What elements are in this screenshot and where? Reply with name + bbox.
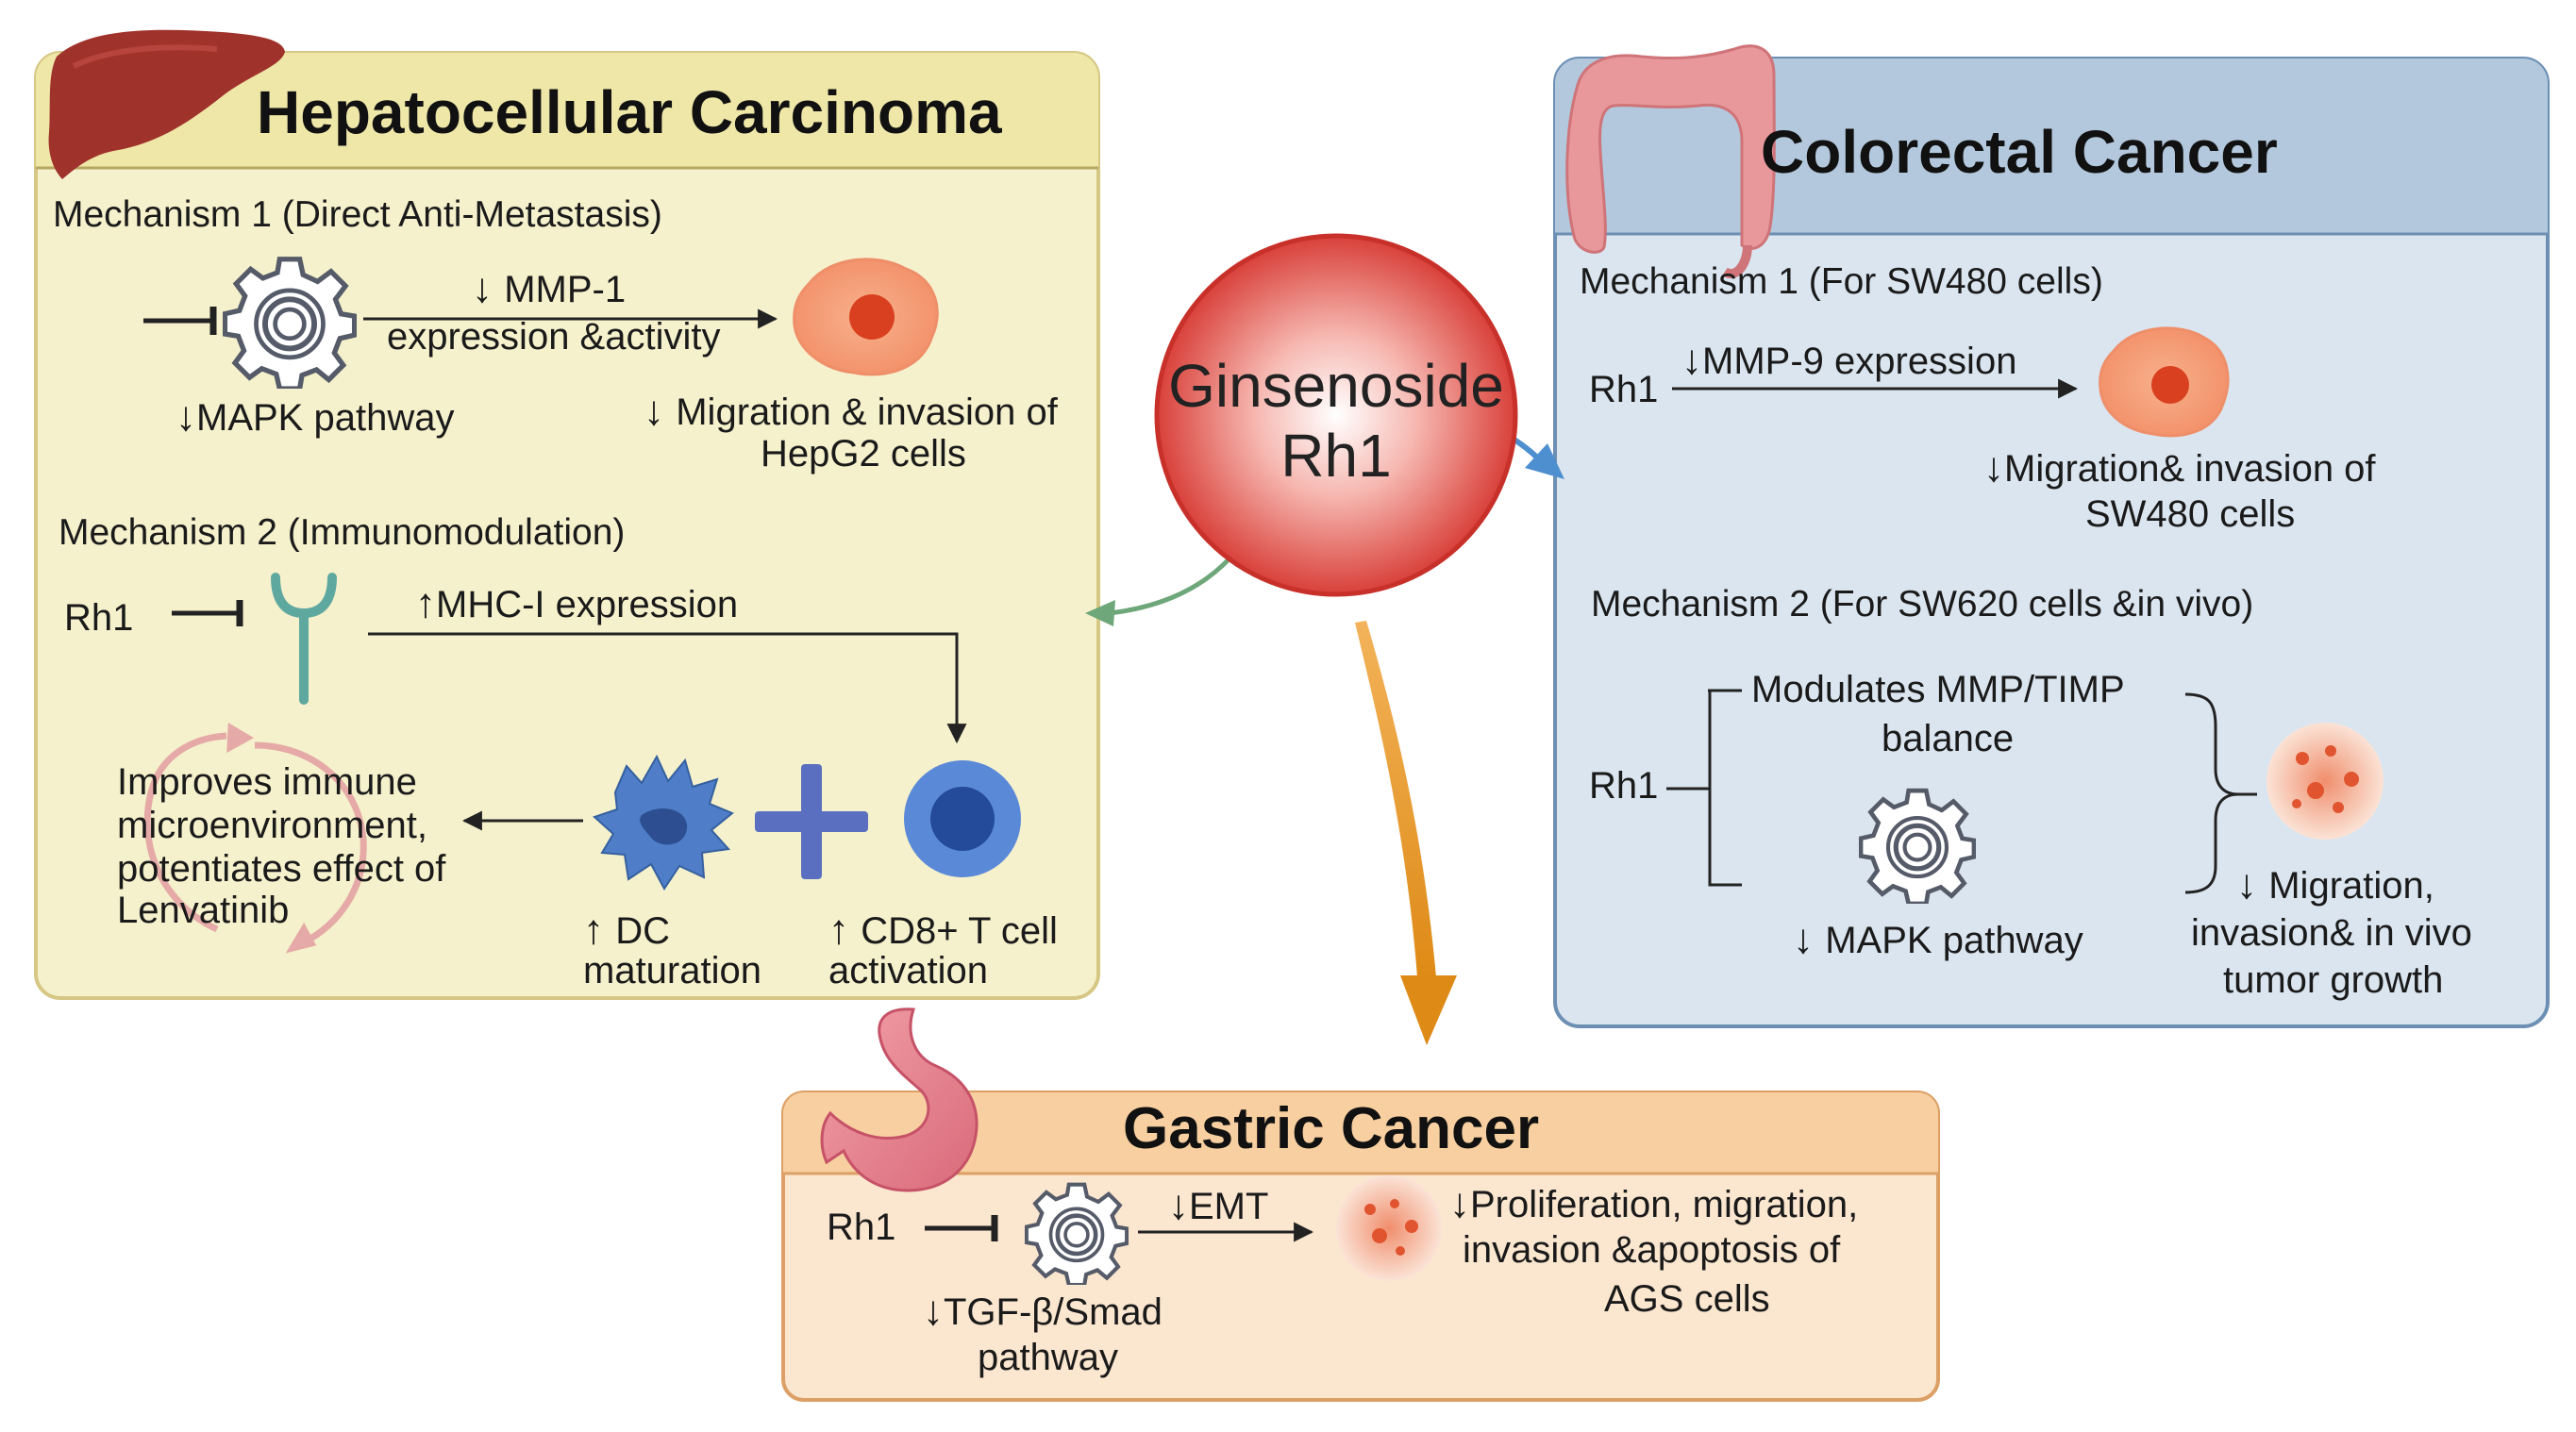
crc-outcome-text: Migration, bbox=[2268, 865, 2434, 907]
hcc-migration-line2: HepG2 cells bbox=[761, 433, 966, 475]
crc-mmp9-label: ↓MMP-9 expression bbox=[1681, 336, 2016, 385]
receptor-icon bbox=[271, 573, 337, 705]
up-arrow-glyph: ↑ bbox=[828, 907, 861, 953]
crc-outcome-line2: invasion& in vivo bbox=[2191, 912, 2472, 954]
crc-bracket-left bbox=[1666, 689, 1742, 887]
crc-gear-icon bbox=[1861, 791, 1974, 904]
down-arrow-glyph: ↓ bbox=[1681, 337, 1702, 383]
plus-icon bbox=[755, 764, 868, 879]
gc-title: Gastric Cancer bbox=[1123, 1096, 1540, 1161]
gc-inhibit bbox=[925, 1215, 998, 1241]
hcc-cd8-text: CD8+ T cell bbox=[861, 910, 1058, 952]
gc-tgf-line1: ↓TGF-β/Smad bbox=[923, 1287, 1163, 1336]
down-arrow-glyph: ↓ bbox=[2236, 861, 2269, 907]
hcc-mmp1-label: ↓ MMP-1 bbox=[472, 264, 626, 313]
down-arrow-glyph: ↓ bbox=[923, 1288, 944, 1334]
hcc-expression-label: expression &activity bbox=[387, 316, 721, 358]
down-arrow-glyph: ↓ bbox=[1168, 1182, 1189, 1228]
crc-bracket-right bbox=[2184, 692, 2257, 894]
crc-migration-line1: ↓Migration& invasion of bbox=[1983, 443, 2376, 492]
gc-emt-label: ↓EMT bbox=[1168, 1181, 1268, 1230]
hcc-mapk-label: ↓MAPK pathway bbox=[176, 392, 454, 441]
hcc-mhc-label: ↑MHC-I expression bbox=[415, 579, 738, 628]
hcc-mhc-text: MHC-I expression bbox=[436, 584, 739, 625]
hcc-mmp1-text: MMP-1 bbox=[504, 269, 627, 310]
crc-mmp9-text: MMP-9 expression bbox=[1702, 341, 2017, 382]
up-arrow-glyph: ↑ bbox=[583, 907, 616, 953]
crc-modulates-line1: Modulates MMP/TIMP bbox=[1751, 669, 2125, 710]
up-arrow-glyph: ↑ bbox=[415, 580, 436, 626]
gc-outcome-line2: invasion &apoptosis of bbox=[1463, 1229, 1841, 1271]
ginsenoside-circle bbox=[1154, 233, 1518, 597]
crc-outcome-line3: tumor growth bbox=[2223, 959, 2444, 1001]
crc-title: Colorectal Cancer bbox=[1761, 118, 2278, 186]
down-arrow-glyph: ↓ bbox=[1449, 1180, 1470, 1226]
crc-mech2-title: Mechanism 2 (For SW620 cells &in vivo) bbox=[1591, 584, 2254, 624]
crc-modulates-line2: balance bbox=[1882, 718, 2015, 759]
crc-outcome-line1: ↓ Migration, bbox=[2236, 860, 2434, 909]
cycle-arrows-icon bbox=[143, 723, 367, 954]
center-label-line2: Rh1 bbox=[1280, 422, 1392, 490]
gc-rh1: Rh1 bbox=[827, 1207, 896, 1248]
center-label-line1: Ginsenoside bbox=[1168, 352, 1504, 420]
crc-tumor-cell-icon bbox=[2099, 326, 2230, 438]
tumor-cell-icon bbox=[793, 258, 939, 376]
gc-outcome-line3: AGS cells bbox=[1604, 1278, 1770, 1320]
stomach-icon bbox=[820, 1007, 979, 1192]
crc-rh1-b: Rh1 bbox=[1589, 765, 1659, 807]
down-arrow-glyph: ↓ bbox=[1793, 916, 1826, 962]
hcc-improves-line1: Improves immune bbox=[117, 761, 417, 803]
hcc-migration-text: Migration & invasion of bbox=[676, 391, 1058, 433]
hcc-mapk-text: MAPK pathway bbox=[196, 397, 455, 439]
crc-migration-text: Migration& invasion of bbox=[2004, 448, 2376, 490]
hcc-cd8-line1: ↑ CD8+ T cell bbox=[828, 906, 1058, 955]
hcc-migration-line1: ↓ Migration & invasion of bbox=[644, 387, 1058, 436]
gc-tgf-text: TGF-β/Smad bbox=[944, 1291, 1163, 1333]
crc-mapk-label: ↓ MAPK pathway bbox=[1793, 915, 2083, 964]
crc-migration-line2: SW480 cells bbox=[2085, 493, 2296, 535]
crc-mapk-text: MAPK pathway bbox=[1825, 920, 2083, 961]
crc-rh1-a: Rh1 bbox=[1589, 369, 1659, 410]
colon-icon bbox=[1565, 44, 1776, 278]
crc-tumor-soft-icon bbox=[2267, 723, 2384, 840]
hcc-mech2-title: Mechanism 2 (Immunomodulation) bbox=[59, 512, 626, 553]
hcc-inhibit-mech1 bbox=[143, 307, 217, 335]
hcc-rh1-label: Rh1 bbox=[64, 597, 134, 639]
down-arrow-glyph: ↓ bbox=[1983, 444, 2004, 491]
arrow-to-gc bbox=[1355, 621, 1457, 1045]
hcc-mhc-arrow bbox=[368, 632, 967, 744]
gc-outcome-text: Proliferation, migration, bbox=[1470, 1184, 1859, 1225]
down-arrow-glyph: ↓ bbox=[644, 388, 677, 434]
gc-tgf-line2: pathway bbox=[978, 1337, 1118, 1378]
gc-gear-icon bbox=[1027, 1185, 1127, 1285]
dendritic-cell-icon bbox=[593, 754, 734, 891]
hcc-cd8-line2: activation bbox=[828, 950, 988, 991]
hcc-inhibit-mech2 bbox=[172, 600, 243, 626]
down-arrow-glyph: ↓ bbox=[472, 265, 505, 311]
gc-tumor-soft-icon bbox=[1336, 1175, 1442, 1281]
hcc-improves-line3: potentiates effect of bbox=[117, 848, 446, 890]
hcc-dc-line1: ↑ DC bbox=[583, 906, 670, 955]
hcc-mech1-title: Mechanism 1 (Direct Anti-Metastasis) bbox=[53, 194, 662, 235]
hcc-title: Hepatocellular Carcinoma bbox=[257, 78, 1002, 146]
crc-mech1-title: Mechanism 1 (For SW480 cells) bbox=[1580, 261, 2103, 302]
gc-emt-text: EMT bbox=[1189, 1186, 1269, 1227]
hcc-improves-line4: Lenvatinib bbox=[117, 890, 290, 931]
gc-outcome-line1: ↓Proliferation, migration, bbox=[1449, 1179, 1858, 1228]
hcc-dc-text: DC bbox=[615, 910, 671, 952]
hcc-dc-line2: maturation bbox=[583, 950, 761, 991]
gear-icon bbox=[225, 259, 354, 389]
liver-icon bbox=[48, 29, 285, 179]
t-cell-icon bbox=[904, 760, 1021, 877]
hcc-improves-line2: microenvironment, bbox=[117, 805, 428, 846]
down-arrow-glyph: ↓ bbox=[176, 393, 196, 440]
